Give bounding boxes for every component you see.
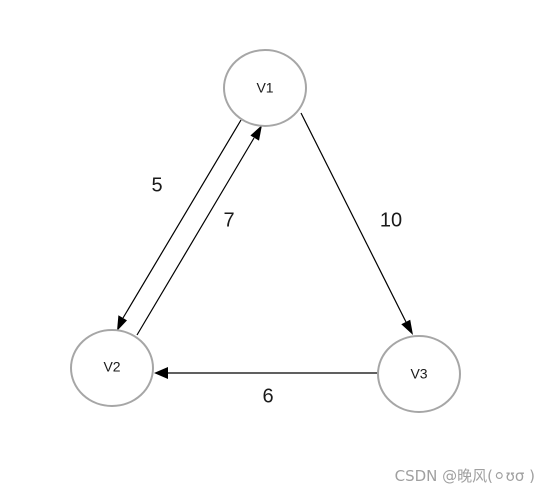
arrowhead: [401, 319, 413, 335]
edge-v1-to-v2: [117, 119, 242, 331]
csdn-watermark: CSDN @晚风(⚪ʊσ ): [394, 467, 535, 485]
arrowhead: [117, 315, 127, 331]
node-label: V1: [256, 80, 273, 96]
edge-weight-v2-v1: 7: [223, 209, 234, 231]
edge-v2-to-v1: [136, 125, 262, 336]
edge-weight-v1-v3: 10: [380, 209, 402, 231]
edge-line: [122, 119, 242, 319]
edge-line: [136, 137, 255, 336]
arrowhead: [250, 125, 262, 141]
edge-weight-v1-v2: 5: [151, 174, 162, 196]
node-circle: [70, 329, 154, 407]
node-v3: V3: [377, 335, 461, 413]
node-label: V3: [410, 366, 427, 382]
node-circle: [223, 49, 307, 127]
edge-v1-to-v3: [300, 112, 413, 335]
node-v1: V1: [223, 49, 307, 127]
node-label: V2: [103, 359, 120, 375]
node-v2: V2: [70, 329, 154, 407]
edge-weight-v3-v2: 6: [262, 385, 273, 407]
arrowhead: [154, 367, 168, 379]
node-circle: [377, 335, 461, 413]
edge-v3-to-v2: [154, 367, 378, 379]
edge-line: [300, 112, 407, 323]
